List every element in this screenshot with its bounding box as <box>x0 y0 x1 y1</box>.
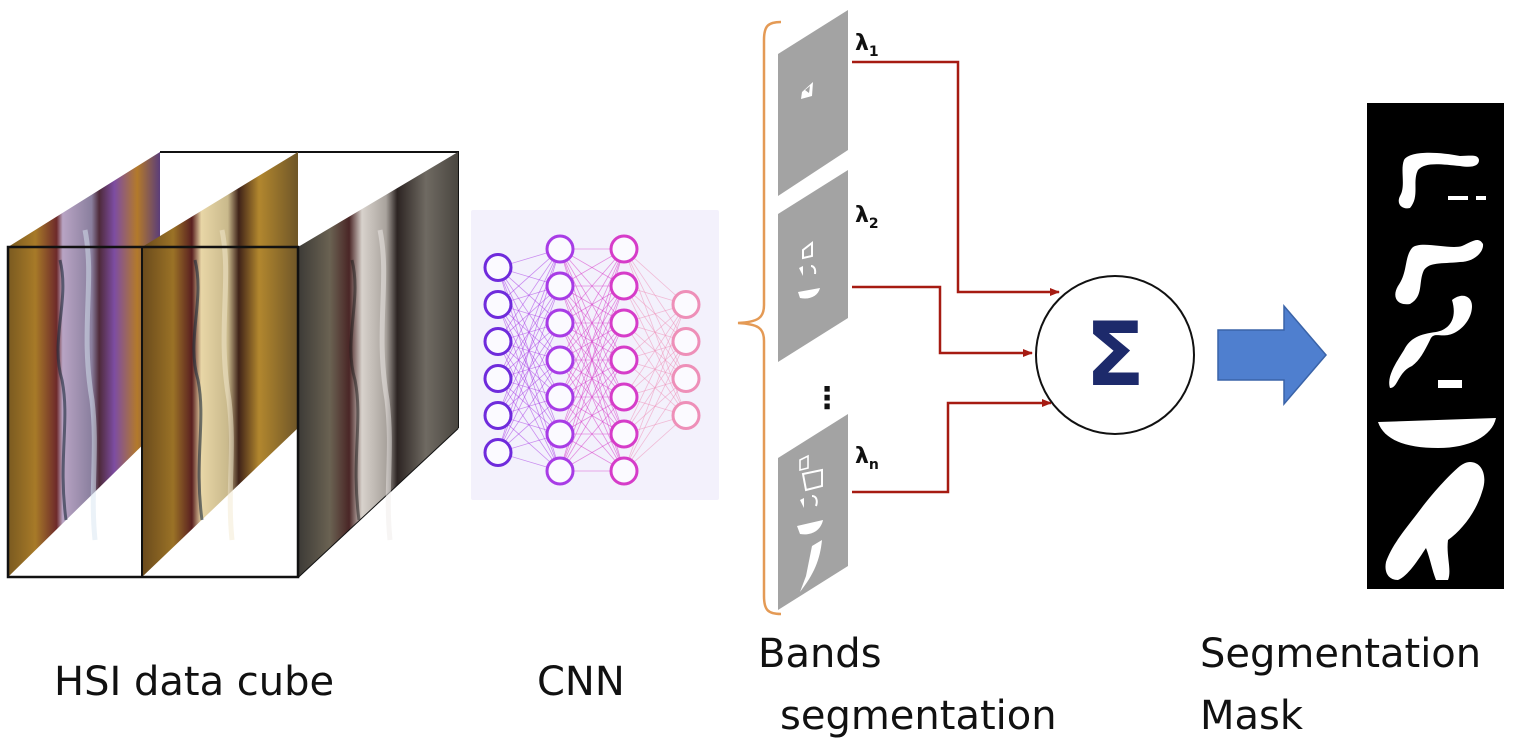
hsi-slice-1 <box>8 152 160 577</box>
cnn-neuron <box>545 308 575 338</box>
cnn-neuron <box>545 234 575 264</box>
cnn-neuron <box>545 345 575 375</box>
cnn-connection <box>559 248 625 361</box>
cnn-neurons <box>483 234 701 486</box>
cnn-neuron <box>609 419 639 449</box>
label-mask-line-1: Segmentation <box>1200 631 1482 677</box>
cnn-neuron <box>609 456 639 486</box>
cnn-connection <box>559 396 625 472</box>
cnn-neuron <box>483 253 513 282</box>
cnn-neuron <box>609 382 639 412</box>
cnn-neuron <box>483 290 513 319</box>
cnn-connection <box>623 304 687 435</box>
cnn-neuron <box>609 308 639 338</box>
hsi-slice-2 <box>142 152 298 577</box>
lambda-2-label: λ2 <box>855 203 879 232</box>
cnn-connection <box>623 341 687 472</box>
cnn-neuron <box>671 364 701 393</box>
cnn-neuron <box>483 327 513 356</box>
cnn-neuron <box>671 327 701 356</box>
hsi-data-cube <box>6 151 459 579</box>
cube-front-frame <box>6 245 300 579</box>
cnn-connection <box>559 322 625 472</box>
cnn-background <box>471 210 719 500</box>
cnn-connection <box>497 322 561 453</box>
cnn-connection <box>623 304 687 398</box>
cnn-neuron <box>545 419 575 449</box>
cnn-connection <box>497 248 561 342</box>
label-mask-line-2: Mask <box>1200 693 1304 739</box>
cnn-neuron <box>545 456 575 486</box>
cnn-neuron <box>671 290 701 319</box>
cnn-neuron <box>545 382 575 412</box>
cnn-connection <box>559 359 625 472</box>
cnn-neuron <box>609 345 639 375</box>
sum-symbol: Σ <box>1085 303 1145 406</box>
label-bands-line-2: segmentation <box>780 693 1057 739</box>
cnn-connection <box>497 359 561 453</box>
hsi-slice-3 <box>298 152 458 577</box>
band-to-sum-arrows <box>852 60 1060 494</box>
label-bands-line-1: Bands <box>758 631 882 677</box>
bands-segmentation: λ1 λ2 λn ⋮ <box>737 10 879 616</box>
cnn-neuron <box>483 364 513 393</box>
cnn-connection <box>559 248 625 398</box>
band-ellipsis: ⋮ <box>812 381 842 416</box>
cnn-connection <box>623 378 687 472</box>
arrow-band-n <box>852 399 1052 494</box>
lambda-1-label: λ1 <box>855 31 879 60</box>
output-arrow <box>1217 303 1327 407</box>
label-cnn: CNN <box>537 659 625 705</box>
cnn-neuron <box>483 438 513 467</box>
cnn-neuron <box>483 401 513 430</box>
cnn-connection <box>559 248 625 324</box>
cnn-network <box>471 210 719 500</box>
cnn-connection <box>497 248 561 379</box>
arrow-band-2 <box>852 285 1033 357</box>
lambda-n-label: λn <box>855 444 879 473</box>
label-hsi-data-cube: HSI data cube <box>54 659 335 705</box>
band-2-image <box>778 170 848 362</box>
bands-brace <box>737 20 782 616</box>
cnn-neuron <box>609 271 639 301</box>
band-1-image <box>778 10 848 196</box>
arrow-band-1 <box>852 60 1060 296</box>
cnn-neuron <box>545 271 575 301</box>
sum-node: Σ <box>1035 275 1195 435</box>
cnn-neuron <box>671 401 701 430</box>
band-n-image <box>778 414 848 610</box>
cnn-neuron <box>609 234 639 264</box>
segmentation-mask <box>1367 103 1504 589</box>
